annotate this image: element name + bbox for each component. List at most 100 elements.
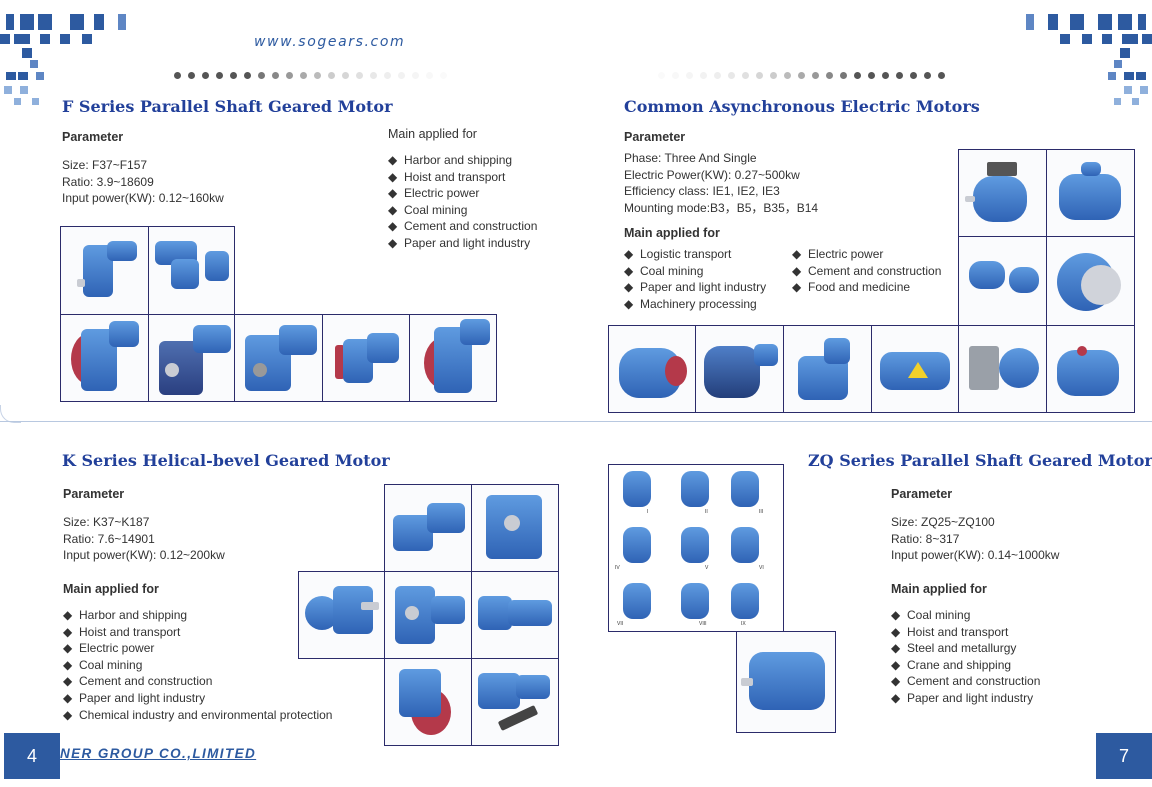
list-item: ◆Paper and light industry [624, 280, 767, 295]
product-photo-zq [736, 631, 836, 733]
product-photo [471, 571, 559, 659]
product-photo [471, 484, 559, 572]
product-photo [148, 226, 235, 315]
company-name: NER GROUP CO.,LIMITED [60, 746, 257, 761]
dot-separator-left [174, 72, 447, 79]
zq-series-applications: ◆Coal mining ◆Hoist and transport ◆Steel… [891, 607, 1040, 707]
async-motors-title: Common Asynchronous Electric Motors [624, 97, 980, 116]
list-item: ◆Paper and light industry [891, 690, 1034, 705]
async-motors-applied-label: Main applied for [624, 226, 720, 240]
f-series-specs: Size: F37~F157 Ratio: 3.9~18609 Input po… [62, 157, 224, 207]
list-item: ◆Harbor and shipping [63, 608, 188, 622]
product-photo [409, 314, 497, 402]
list-item: ◆Cement and construction [792, 263, 942, 278]
spec-ratio: Ratio: 7.6~14901 [63, 531, 155, 546]
k-series-applied-label: Main applied for [63, 582, 159, 596]
variant-label: II [705, 509, 708, 515]
spec-phase: Phase: Three And Single [624, 151, 757, 165]
list-item: ◆Steel and metallurgy [891, 641, 1017, 656]
variant-label: I [647, 509, 649, 515]
product-photo [608, 325, 696, 413]
product-photo [1046, 236, 1135, 326]
async-motors-param-label: Parameter [624, 130, 686, 144]
product-photo [298, 571, 385, 659]
variant-label: VII [617, 621, 624, 627]
spec-size: Size: K37~K187 [63, 515, 150, 529]
product-photo [384, 571, 472, 659]
product-photo [471, 658, 559, 746]
spec-power: Input power(KW): 0.12~160kw [62, 191, 224, 205]
zq-series-title: ZQ Series Parallel Shaft Geared Motor [808, 451, 1152, 470]
list-item: ◆Paper and light industry [388, 235, 531, 250]
list-item: ◆Machinery processing [624, 296, 757, 311]
async-motors-applications-col2: ◆Electric power ◆Cement and construction… [792, 246, 941, 296]
list-item: ◆Harbor and shipping [388, 153, 513, 167]
product-photo [148, 314, 235, 402]
spec-power: Electric Power(KW): 0.27~500kw [624, 167, 800, 182]
product-photo [384, 484, 472, 572]
f-series-title: F Series Parallel Shaft Geared Motor [62, 97, 393, 116]
product-photo [60, 226, 149, 315]
f-series-applications: ◆Harbor and shipping ◆Hoist and transpor… [388, 152, 537, 252]
variant-label: VIII [699, 621, 707, 627]
list-item: ◆Hoist and transport [891, 624, 1009, 639]
f-series-applied-label: Main applied for [388, 127, 477, 141]
product-photo [322, 314, 410, 402]
list-item: ◆Coal mining [891, 608, 971, 622]
product-photo [958, 149, 1047, 237]
list-item: ◆Coal mining [388, 202, 468, 217]
page-number-right: 7 [1096, 733, 1152, 779]
list-item: ◆Chemical industry and environmental pro… [63, 707, 333, 722]
product-photo [958, 325, 1047, 413]
async-motors-specs: Phase: Three And Single Electric Power(K… [624, 150, 818, 216]
f-series-param-label: Parameter [62, 130, 124, 144]
dot-separator-right [658, 72, 945, 79]
spec-ratio: Ratio: 3.9~18609 [62, 174, 154, 189]
product-photo [234, 314, 323, 402]
variant-label: IV [615, 565, 620, 571]
zq-variants-diagram: I II III IV V VI VII VIII IX [608, 464, 784, 632]
list-item: ◆Hoist and transport [63, 624, 181, 639]
spec-efficiency: Efficiency class: IE1, IE2, IE3 [624, 184, 780, 198]
list-item: ◆Logistic transport [624, 247, 732, 261]
k-series-specs: Size: K37~K187 Ratio: 7.6~14901 Input po… [63, 514, 225, 564]
spec-size: Size: ZQ25~ZQ100 [891, 515, 995, 529]
zq-series-specs: Size: ZQ25~ZQ100 Ratio: 8~317 Input powe… [891, 514, 1059, 564]
spec-ratio: Ratio: 8~317 [891, 531, 960, 546]
website-url[interactable]: www.sogears.com [254, 34, 406, 50]
k-series-title: K Series Helical-bevel Geared Motor [62, 451, 390, 470]
zq-series-applied-label: Main applied for [891, 582, 987, 596]
list-item: ◆Cement and construction [891, 674, 1041, 689]
spec-power: Input power(KW): 0.12~200kw [63, 548, 225, 562]
list-item: ◆Paper and light industry [63, 690, 206, 705]
list-item: ◆Cement and construction [388, 219, 538, 234]
list-item: ◆Coal mining [63, 657, 143, 672]
list-item: ◆Electric power [63, 641, 155, 656]
product-photo [384, 658, 472, 746]
list-item: ◆Coal mining [624, 263, 704, 278]
spec-power: Input power(KW): 0.14~1000kw [891, 548, 1060, 562]
product-photo [695, 325, 784, 413]
spec-size: Size: F37~F157 [62, 158, 148, 172]
product-photo [60, 314, 149, 402]
k-series-param-label: Parameter [63, 487, 125, 501]
product-photo [871, 325, 959, 413]
k-series-applications: ◆Harbor and shipping ◆Hoist and transpor… [63, 607, 332, 723]
list-item: ◆Cement and construction [63, 674, 213, 689]
variant-label: IX [741, 621, 746, 627]
product-photo [1046, 149, 1135, 237]
page-number-left: 4 [4, 733, 60, 779]
product-photo [783, 325, 872, 413]
product-photo [1046, 325, 1135, 413]
list-item: ◆Hoist and transport [388, 169, 506, 184]
zq-series-param-label: Parameter [891, 487, 953, 501]
divider-curve [0, 405, 21, 423]
list-item: ◆Food and medicine [792, 280, 911, 295]
variant-label: V [705, 565, 709, 571]
list-item: ◆Crane and shipping [891, 657, 1012, 672]
async-motors-applications-col1: ◆Logistic transport ◆Coal mining ◆Paper … [624, 246, 766, 312]
variant-label: III [759, 509, 764, 515]
list-item: ◆Electric power [792, 247, 884, 261]
section-divider [0, 421, 1152, 422]
spec-mounting: Mounting mode:B3，B5，B35，B14 [624, 200, 819, 215]
